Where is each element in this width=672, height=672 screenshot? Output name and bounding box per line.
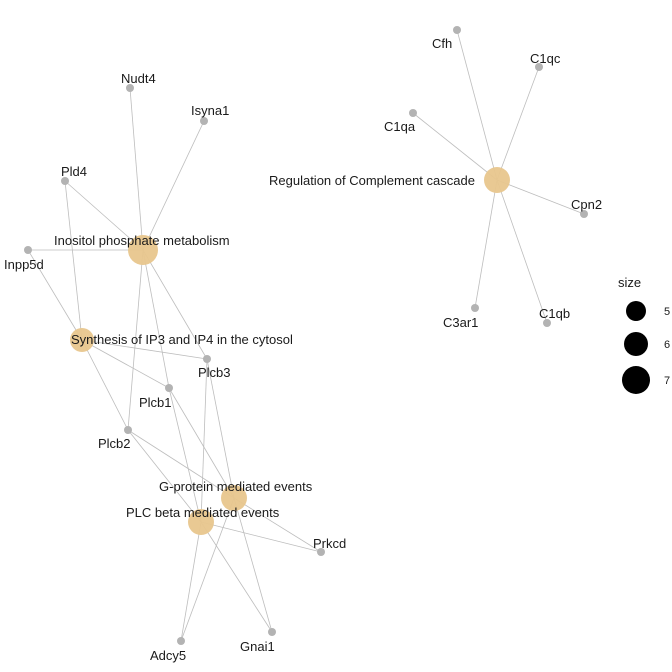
edge-gprotein-plcb2 [127,429,235,499]
gene-label-adcy5: Adcy5 [150,648,186,663]
edge-inositol-isyna1 [142,120,205,251]
edge-plcbeta-gnai1 [200,521,273,633]
pathway-node-inositol [128,235,158,265]
gene-node-plcb1 [165,384,173,392]
gene-label-pld4: Pld4 [61,164,87,179]
pathway-label-inositol: Inositol phosphate metabolism [54,233,230,248]
legend-label-5: 5 [664,306,670,318]
edge-ip3-plcb1 [81,339,170,389]
gene-node-pld4 [61,177,69,185]
legend-dot-6 [624,332,648,356]
pathway-label-ip3: Synthesis of IP3 and IP4 in the cytosol [71,332,293,347]
gene-node-cpn2 [580,210,588,218]
edge-ip3-pld4 [64,180,83,341]
edge-inositol-nudt4 [129,87,144,251]
gene-node-adcy5 [177,637,185,645]
edge-inositol-plcb3 [142,249,208,360]
gene-label-nudt4: Nudt4 [121,71,156,86]
edge-plcbeta-prkcd [200,521,322,553]
gene-label-gnai1: Gnai1 [240,639,275,654]
gene-label-cpn2: Cpn2 [571,197,602,212]
edge-layer [27,29,585,642]
gene-node-c1qa [409,109,417,117]
edge-complement-c1qa [412,112,498,181]
gene-node-c3ar1 [471,304,479,312]
legend-label-7: 7 [664,375,670,387]
gene-node-inpp5d [24,246,32,254]
gene-node-isyna1 [200,117,208,125]
edge-plcbeta-plcb1 [168,387,202,523]
gene-node-plcb2 [124,426,132,434]
gene-node-cfh [453,26,461,34]
edge-ip3-plcb3 [81,339,208,360]
gene-node-gnai1 [268,628,276,636]
gene-label-c1qc: C1qc [530,51,561,66]
size-legend: size 5 6 7 [618,275,670,394]
edge-inositol-plcb1 [142,249,170,389]
edge-complement-c3ar1 [474,179,498,309]
gene-node-nudt4 [126,84,134,92]
pathway-node-gprotein [221,485,247,511]
gene-label-c1qa: C1qa [384,119,416,134]
pathway-label-complement: Regulation of Complement cascade [269,173,475,188]
edge-ip3-inpp5d [27,249,83,341]
gene-label-prkcd: Prkcd [313,536,346,551]
edge-complement-c1qb [496,179,548,324]
gene-label-cfh: Cfh [432,36,452,51]
legend-title: size [618,275,641,290]
gene-label-c1qb: C1qb [539,306,570,321]
edge-gprotein-gnai1 [233,497,273,633]
edge-inositol-pld4 [64,180,144,251]
pathway-label-plcbeta: PLC beta mediated events [126,505,280,520]
edge-complement-c1qc [496,66,540,181]
legend-label-6: 6 [664,339,670,351]
edge-gprotein-plcb3 [206,358,235,499]
legend-dot-7 [622,366,650,394]
pathway-node-ip3 [70,328,94,352]
gene-node-prkcd [317,548,325,556]
edge-plcbeta-adcy5 [180,521,202,642]
gene-node-c1qb [543,319,551,327]
gene-label-inpp5d: Inpp5d [4,257,44,272]
edge-inositol-plcb2 [127,249,144,431]
gene-label-plcb3: Plcb3 [198,365,231,380]
gene-label-c3ar1: C3ar1 [443,315,478,330]
edge-complement-cpn2 [496,179,585,215]
edge-plcbeta-plcb2 [127,429,202,523]
edge-complement-cfh [456,29,498,181]
gene-label-plcb2: Plcb2 [98,436,131,451]
pathway-node-complement [484,167,510,193]
edge-ip3-plcb2 [81,339,129,431]
pathway-node-plcbeta [188,509,214,535]
edge-gprotein-plcb1 [168,387,235,499]
pathway-label-gprotein: G-protein mediated events [159,479,313,494]
gene-node-plcb3 [203,355,211,363]
legend-dot-5 [626,301,646,321]
gene-label-isyna1: Isyna1 [191,103,229,118]
edge-plcbeta-plcb3 [200,358,208,523]
node-layer [24,26,588,645]
edge-gprotein-prkcd [233,497,322,553]
gene-label-plcb1: Plcb1 [139,395,172,410]
edge-gprotein-adcy5 [180,497,235,642]
gene-node-c1qc [535,63,543,71]
